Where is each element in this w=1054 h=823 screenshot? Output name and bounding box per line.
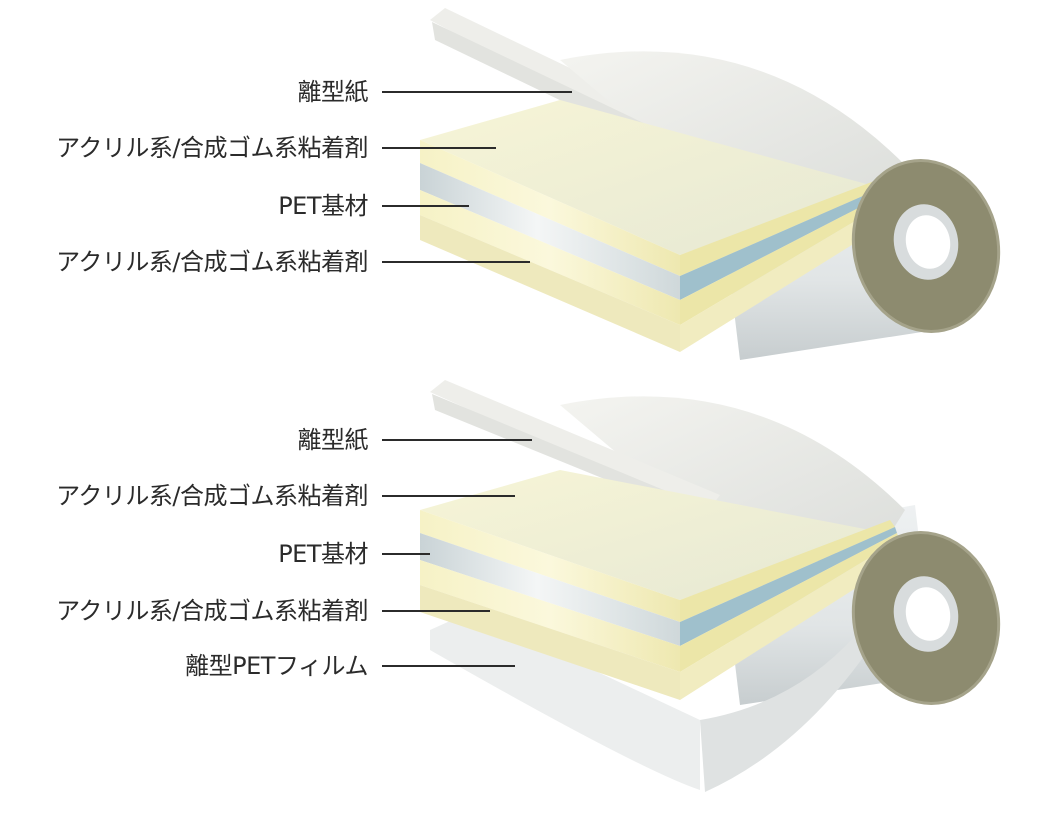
label-release-paper: 離型紙 xyxy=(297,78,369,106)
label-adhesive-top: アクリル系/合成ゴム系粘着剤 xyxy=(56,482,368,510)
diagram-1-illustration xyxy=(420,8,1001,360)
label-pet-base: PET基材 xyxy=(278,192,368,220)
label-pet-base: PET基材 xyxy=(278,540,368,568)
label-adhesive-bottom: アクリル系/合成ゴム系粘着剤 xyxy=(56,248,368,276)
leader-lines xyxy=(382,91,572,667)
label-adhesive-top: アクリル系/合成ゴム系粘着剤 xyxy=(56,134,368,162)
diagram-2-illustration xyxy=(420,380,1001,792)
label-release-pet-film: 離型PETフィルム xyxy=(185,652,368,680)
label-adhesive-bottom: アクリル系/合成ゴム系粘着剤 xyxy=(56,597,368,625)
label-release-paper: 離型紙 xyxy=(297,426,369,454)
